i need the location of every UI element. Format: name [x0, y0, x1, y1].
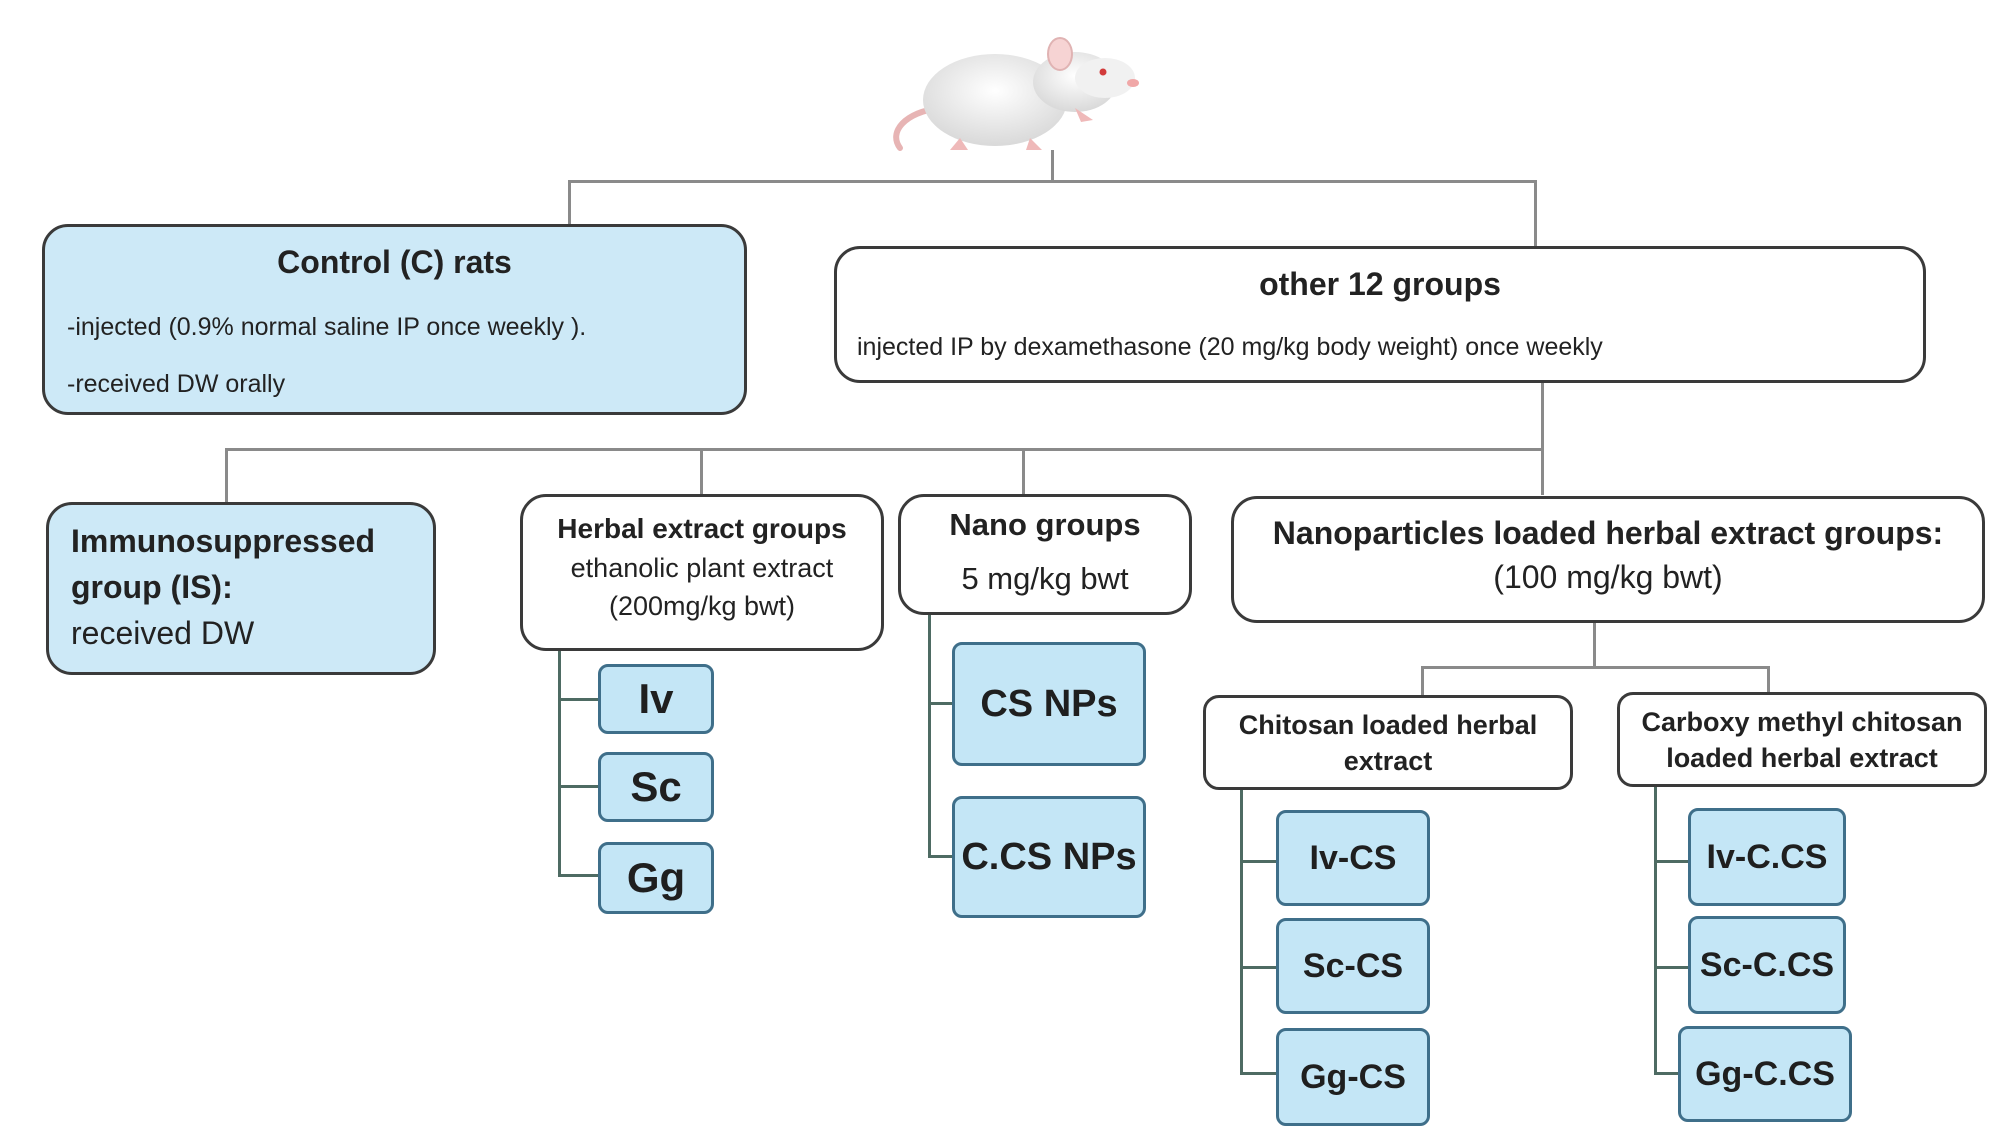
leaf-sc: Sc	[598, 752, 714, 822]
other-groups-box: other 12 groups injected IP by dexametha…	[834, 246, 1926, 383]
control-line-2: -received DW orally	[67, 370, 286, 398]
connector	[1593, 622, 1596, 668]
connector	[568, 180, 1537, 183]
carboxy-title-1: Carboxy methyl chitosan	[1641, 707, 1963, 737]
connector	[558, 874, 600, 877]
nano-groups-box: Nano groups 5 mg/kg bwt	[898, 494, 1192, 615]
connector	[1654, 785, 1657, 1075]
immunosuppressed-group-box: Immunosuppressed group (IS): received DW	[46, 502, 436, 675]
connector	[1421, 666, 1424, 696]
leaf-gg-cs: Gg-CS	[1276, 1028, 1430, 1126]
leaf-cs-nps: CS NPs	[952, 642, 1146, 766]
leaf-gg-ccs: Gg-C.CS	[1678, 1026, 1852, 1122]
leaf-sc-cs: Sc-CS	[1276, 918, 1430, 1014]
np-loaded-title: Nanoparticles loaded herbal extract grou…	[1272, 515, 1944, 551]
nano-title: Nano groups	[949, 507, 1141, 542]
connector	[1421, 666, 1770, 669]
leaf-iv-cs: Iv-CS	[1276, 810, 1430, 906]
herbal-line-1: ethanolic plant extract	[570, 553, 834, 583]
connector	[558, 698, 600, 701]
herbal-line-2: (200mg/kg bwt)	[608, 591, 796, 621]
control-title: Control (C) rats	[277, 244, 512, 280]
connector	[225, 448, 1544, 451]
leaf-ccs-nps: C.CS NPs	[952, 796, 1146, 918]
other-title: other 12 groups	[1259, 266, 1501, 302]
connector	[1654, 1072, 1688, 1075]
connector	[1051, 150, 1054, 182]
connector	[1022, 448, 1025, 494]
connector	[1240, 966, 1278, 969]
connector	[928, 614, 931, 858]
connector	[1534, 180, 1537, 246]
rat-icon	[893, 37, 1139, 151]
connector	[1240, 860, 1278, 863]
connector	[225, 448, 228, 502]
control-line-1: -injected (0.9% normal saline IP once we…	[67, 313, 587, 341]
leaf-iv-ccs: Iv-C.CS	[1688, 808, 1846, 906]
chitosan-title-1: Chitosan loaded herbal	[1238, 710, 1538, 740]
connector	[568, 180, 571, 224]
connector	[558, 650, 561, 877]
nano-line-1: 5 mg/kg bwt	[961, 561, 1129, 596]
immuno-title-1: Immunosuppressed	[71, 523, 376, 559]
carboxy-methyl-chitosan-box: Carboxy methyl chitosan loaded herbal ex…	[1617, 692, 1987, 787]
chitosan-loaded-box: Chitosan loaded herbal extract	[1203, 695, 1573, 790]
connector	[1654, 860, 1688, 863]
connector	[1767, 666, 1770, 696]
connector	[928, 702, 952, 705]
np-loaded-line-1: (100 mg/kg bwt)	[1493, 559, 1723, 595]
control-group-box: Control (C) rats -injected (0.9% normal …	[42, 224, 747, 415]
connector	[700, 448, 703, 494]
connector	[1654, 966, 1688, 969]
immuno-line: received DW	[71, 615, 255, 651]
nanoparticles-loaded-box: Nanoparticles loaded herbal extract grou…	[1231, 496, 1985, 623]
herbal-extract-box: Herbal extract groups ethanolic plant ex…	[520, 494, 884, 651]
immuno-title-2: group (IS):	[71, 569, 233, 605]
chitosan-title-2: extract	[1343, 746, 1433, 776]
leaf-gg: Gg	[598, 842, 714, 914]
connector	[1240, 1072, 1278, 1075]
leaf-iv: Iv	[598, 664, 714, 734]
leaf-sc-ccs: Sc-C.CS	[1688, 916, 1846, 1014]
connector	[1541, 383, 1544, 495]
other-line-1: injected IP by dexamethasone (20 mg/kg b…	[857, 333, 1603, 361]
connector	[558, 785, 600, 788]
connector	[928, 855, 952, 858]
herbal-title: Herbal extract groups	[557, 513, 847, 544]
connector	[1240, 785, 1243, 1075]
carboxy-title-2: loaded herbal extract	[1666, 743, 1938, 773]
